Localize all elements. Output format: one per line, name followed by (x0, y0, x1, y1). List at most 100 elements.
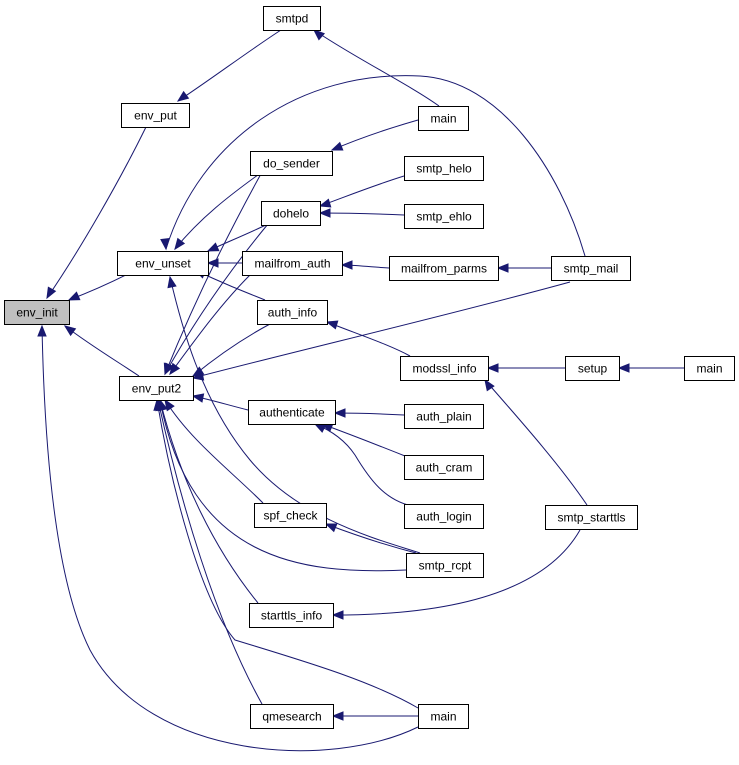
node-box[interactable] (418, 106, 469, 131)
node-main-bottom[interactable]: main (418, 704, 469, 729)
edge-8 (319, 212, 405, 216)
node-box[interactable] (684, 356, 735, 381)
edge-31 (159, 399, 259, 604)
node-auth-plain[interactable]: auth_plain (404, 404, 484, 429)
node-box[interactable] (121, 103, 190, 128)
node-auth-info[interactable]: auth_info (257, 300, 328, 325)
node-smtp-ehlo[interactable]: smtp_ehlo (404, 204, 484, 229)
node-label: mailfrom_parms (401, 262, 487, 276)
arrow-head-13 (206, 258, 219, 268)
edge-26 (164, 399, 264, 504)
node-env-put2[interactable]: env_put2 (119, 376, 194, 401)
node-box[interactable] (404, 504, 484, 529)
node-modssl-info[interactable]: modssl_info (400, 356, 489, 381)
edges (37, 29, 684, 752)
node-box[interactable] (565, 356, 620, 381)
arrow-head-18 (486, 363, 499, 373)
node-label: auth_login (416, 510, 471, 524)
node-env-put[interactable]: env_put (121, 103, 190, 128)
node-label: env_put (134, 109, 177, 123)
edge-25 (325, 523, 417, 554)
edge-35 (41, 325, 419, 752)
edge-23 (321, 423, 411, 459)
edge-20 (192, 281, 571, 379)
node-box[interactable] (263, 6, 321, 31)
node-main-top[interactable]: main (418, 106, 469, 131)
node-main-right[interactable]: main (684, 356, 735, 381)
node-spf-check[interactable]: spf_check (254, 503, 327, 528)
edge-0 (177, 29, 282, 102)
node-label: smtp_starttls (557, 511, 625, 525)
node-box[interactable] (261, 201, 321, 226)
node-label: env_unset (135, 257, 191, 271)
edge-1 (313, 29, 440, 107)
node-smtp-mail[interactable]: smtp_mail (551, 256, 631, 281)
node-smtp-rcpt[interactable]: smtp_rcpt (406, 553, 484, 578)
arrow-head-3 (160, 238, 170, 251)
edge-30 (332, 529, 581, 616)
node-box[interactable] (551, 256, 631, 281)
node-qmesearch[interactable]: qmesearch (250, 704, 334, 729)
node-box[interactable] (257, 300, 328, 325)
arrow-head-27 (167, 275, 177, 289)
node-auth-cram[interactable]: auth_cram (404, 455, 484, 480)
arrow-head-14 (169, 362, 181, 376)
arrow-head-2 (46, 286, 57, 300)
node-box[interactable] (254, 503, 327, 528)
arrow-head-34 (153, 398, 163, 411)
node-setup[interactable]: setup (565, 356, 620, 381)
node-box[interactable] (404, 156, 484, 181)
node-box[interactable] (400, 356, 489, 381)
node-smtp-starttls[interactable]: smtp_starttls (545, 505, 638, 530)
edge-36 (64, 325, 140, 377)
edge-7 (319, 175, 405, 207)
node-auth-login[interactable]: auth_login (404, 504, 484, 529)
node-box[interactable] (404, 404, 484, 429)
arrow-head-10 (164, 362, 174, 376)
node-do-sender[interactable]: do_sender (250, 151, 333, 176)
node-box[interactable] (389, 256, 499, 281)
node-starttls-info[interactable]: starttls_info (249, 603, 334, 628)
node-smtpd[interactable]: smtpd (263, 6, 321, 31)
arrow-head-25 (324, 523, 338, 533)
node-mailfrom-parms[interactable]: mailfrom_parms (389, 256, 499, 281)
edge-33 (157, 399, 263, 705)
node-box[interactable] (250, 704, 334, 729)
node-mailfrom-auth[interactable]: mailfrom_auth (242, 251, 343, 276)
node-box[interactable] (248, 400, 336, 425)
node-authenticate[interactable]: authenticate (248, 400, 336, 425)
edge-24 (314, 423, 413, 507)
node-box[interactable] (404, 455, 484, 480)
node-env-unset[interactable]: env_unset (117, 251, 209, 276)
node-label: main (430, 112, 456, 126)
node-box[interactable] (404, 204, 484, 229)
node-dohelo[interactable]: dohelo (261, 201, 321, 226)
arrow-head-21 (191, 393, 205, 403)
arrow-head-8 (318, 208, 331, 218)
node-box[interactable] (418, 704, 469, 729)
arrow-head-7 (318, 198, 332, 208)
node-box[interactable] (242, 251, 343, 276)
node-box[interactable] (250, 151, 333, 176)
arrow-head-1 (312, 29, 326, 41)
node-label: env_init (16, 306, 58, 320)
arrow-head-29 (484, 378, 495, 392)
node-box[interactable] (545, 505, 638, 530)
node-box[interactable] (117, 251, 209, 276)
arrow-head-9 (206, 242, 220, 252)
node-box[interactable] (249, 603, 334, 628)
node-label: smtp_ehlo (416, 210, 472, 224)
node-box[interactable] (4, 300, 70, 325)
node-smtp-helo[interactable]: smtp_helo (404, 156, 484, 181)
arrow-head-22 (333, 408, 346, 418)
node-env-init[interactable]: env_init (4, 300, 70, 325)
arrow-head-36 (63, 325, 77, 337)
node-label: smtp_rcpt (419, 559, 472, 573)
arrow-head-26 (164, 398, 175, 412)
node-label: mailfrom_auth (254, 257, 330, 271)
edge-3 (165, 75, 586, 257)
node-label: modssl_info (412, 362, 476, 376)
node-box[interactable] (119, 376, 194, 401)
node-box[interactable] (406, 553, 484, 578)
